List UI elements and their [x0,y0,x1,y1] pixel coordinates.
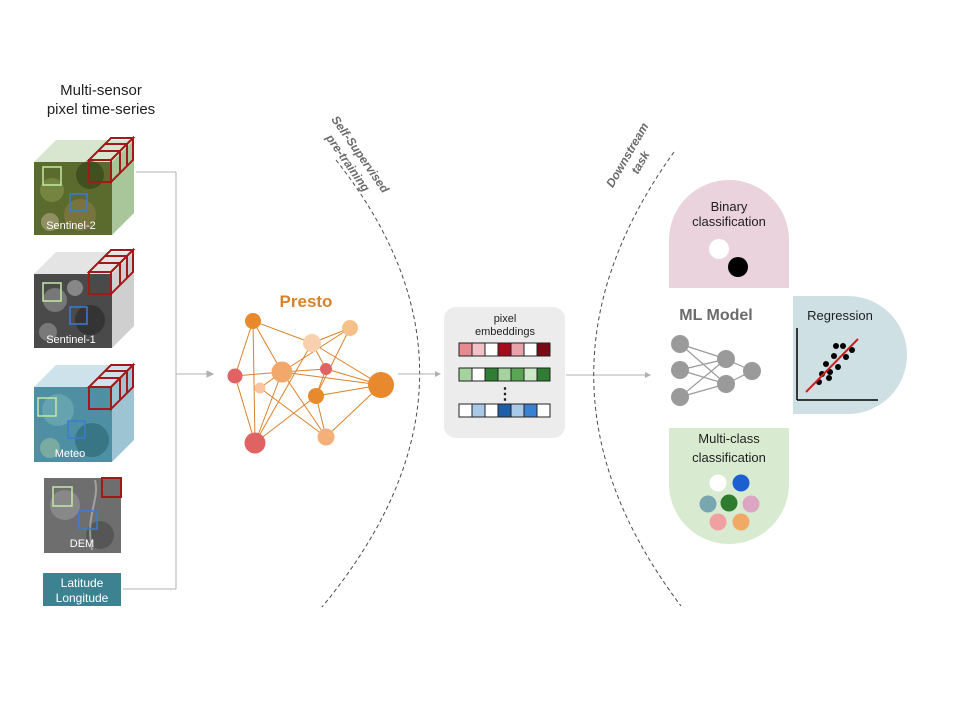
embedding-cell [458,342,473,357]
embedding-cell [536,342,551,357]
embedding-cell [458,367,473,382]
sentinel2-label: Sentinel-2 [46,220,96,232]
binary-label-line2: classification [692,214,766,229]
pretraining-boundary [321,159,420,608]
multiclass-dot [732,513,750,531]
embedding-cell [497,342,512,357]
embedding-cell [471,403,486,418]
embedding-cell [523,342,538,357]
multiclass-dot [742,495,760,513]
embedding-cell [536,367,551,382]
meteo-label: Meteo [55,448,86,460]
embedding-cell [536,403,551,418]
latlon-box: Latitude Longitude [43,573,121,606]
embedding-cell [471,367,486,382]
input-connector [123,171,215,590]
multiclass-dot [709,513,727,531]
dem-tile: DEM [44,477,122,553]
regression-fit-line [805,338,859,393]
embedding-cell [497,403,512,418]
multiclass-classification-panel: Multi-class classification [669,428,789,544]
embedding-cell [510,367,525,382]
ml-model-network [671,335,761,406]
embeddings-panel: pixel embeddings ⋮ [444,307,565,438]
latlon-label-line2: Longitude [56,591,109,605]
binary-class-white-dot [709,239,729,259]
ml-model-title: ML Model [679,307,752,324]
meteo-cube: Meteo [34,362,136,462]
embedding-cell [523,367,538,382]
multiclass-label-line1: Multi-class [698,431,760,446]
inputs-title-line1: Multi-sensor [60,82,142,99]
presto-title: Presto [280,292,333,311]
regression-label: Regression [807,308,873,323]
embedding-rows [458,342,551,418]
multiclass-dots [699,474,760,531]
presto-graph-nodes [227,313,394,454]
embedding-cell [471,342,486,357]
binary-classification-panel: Binary classification [669,180,789,288]
binary-label-line1: Binary [711,199,748,214]
sentinel1-cube: Sentinel-1 [34,247,136,348]
downstream-boundary [593,151,682,607]
embedding-cell [510,342,525,357]
embeddings-to-model-arrow [566,372,651,378]
multiclass-dot [732,474,750,492]
sentinel2-cube: Sentinel-2 [34,135,136,235]
embedding-cell [484,403,499,418]
multiclass-label-line2: classification [692,450,766,465]
embedding-cell [484,342,499,357]
sentinel1-label: Sentinel-1 [46,334,96,346]
inputs-title-line2: pixel time-series [47,101,155,118]
embeddings-ellipsis: ⋮ [497,386,513,403]
multiclass-dot [720,494,738,512]
embedding-cell [523,403,538,418]
pretraining-label: Self-Supervised pre-training [322,113,392,196]
downstream-label: Downstream task [603,120,653,190]
embedding-cell [484,367,499,382]
embedding-cell [510,403,525,418]
multiclass-dot [709,474,727,492]
multiclass-dot [699,495,717,513]
embeddings-label-line2: embeddings [475,326,535,338]
dem-label: DEM [70,538,94,550]
binary-class-black-dot [728,257,748,277]
embedding-cell [497,367,512,382]
regression-panel: Regression [793,296,907,414]
regression-axes [796,328,878,401]
presto-to-embeddings-arrow [398,371,441,377]
embeddings-label-line1: pixel [494,313,517,325]
embedding-cell [458,403,473,418]
latlon-label-line1: Latitude [61,576,104,590]
